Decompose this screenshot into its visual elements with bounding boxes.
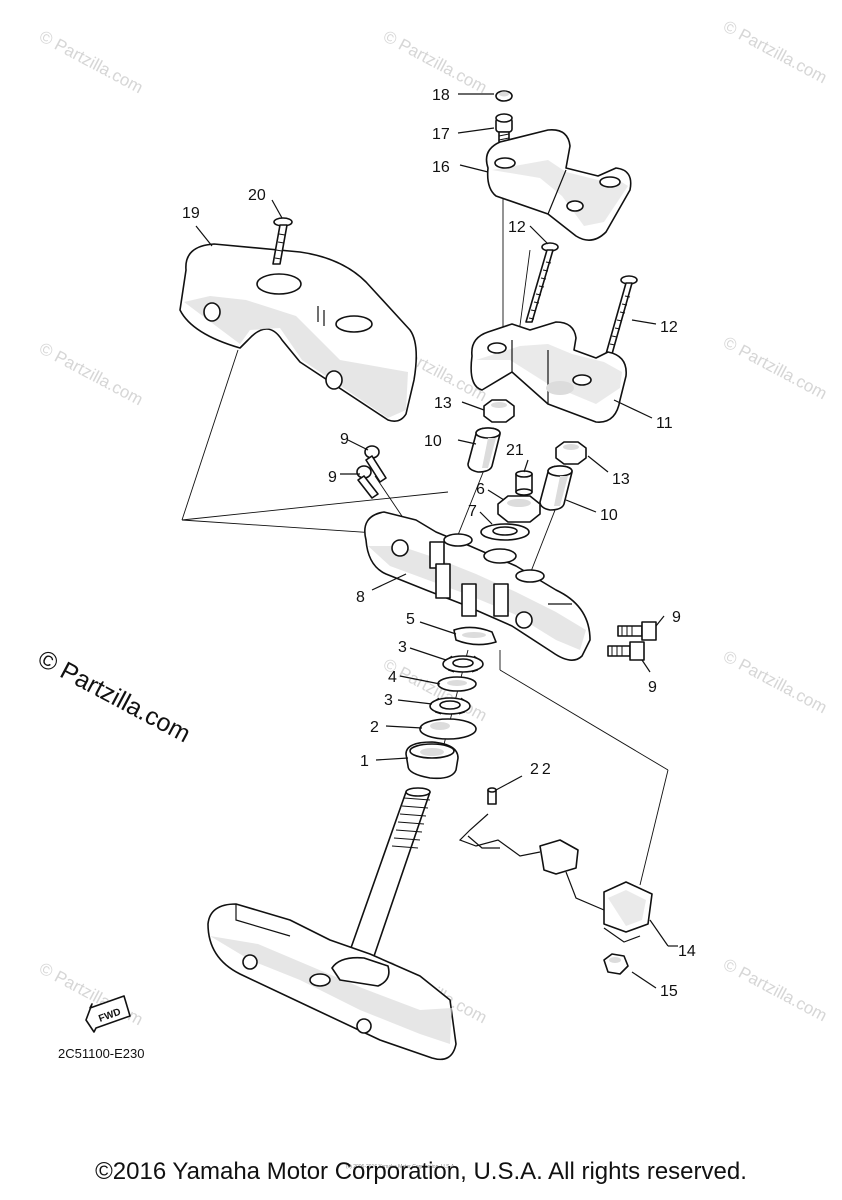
bolt-9-right-b [607,641,645,661]
callout-6: 6 [476,481,485,498]
callout-12: 12 [508,219,526,236]
washer-7 [480,523,530,541]
ring-nut-3-lower [429,697,471,715]
wire-guide-14 [458,813,669,947]
callout-22: 22 [530,761,554,778]
callout-14: 14 [678,943,696,960]
callout-7: 7 [468,503,477,520]
collar-21 [515,470,533,496]
callout-9: 9 [648,679,657,696]
callout-10: 10 [600,507,618,524]
callout-2: 2 [370,719,379,736]
handlebar-cover-19 [179,243,418,422]
bolt-17 [495,113,513,147]
handlebar-holder-upper-16 [485,129,632,241]
bearing-1 [405,741,459,780]
callout-19: 19 [182,205,200,222]
callout-1: 1 [360,753,369,770]
nut-6 [497,495,541,523]
callout-16: 16 [432,159,450,176]
callout-3: 3 [398,639,407,656]
callout-4: 4 [388,669,397,686]
washer-5 [453,626,497,646]
callout-13: 13 [434,395,452,412]
callout-10: 10 [424,433,442,450]
callout-18: 18 [432,87,450,104]
upper-bracket-8 [364,511,591,661]
bolt-9-right-a [617,621,657,641]
handlebar-holder-lower-11 [470,321,627,423]
leader-lines [195,93,678,989]
steering-stem [345,787,431,963]
watermark: © Partzilla.com [36,339,146,410]
watermark: © Partzilla.com [720,955,830,1026]
bolt-12-left [525,242,559,323]
callout-20: 20 [248,187,266,204]
nut-13-left [483,399,515,423]
bolt-9-upper-b [356,465,379,499]
nut-13-right [555,441,587,465]
callout-9: 9 [672,609,681,626]
damper-10-left [467,427,501,473]
callout-labels: 18 17 16 12 12 20 19 11 13 13 10 10 21 6… [182,87,696,1000]
fwd-arrow-icon: FWD [85,995,131,1033]
bolt-9-upper-a [364,445,387,483]
screw-20 [272,217,293,265]
damper-10-right [539,465,573,511]
watermark-large: © Partzilla.com [33,645,195,749]
washer-4 [437,676,477,692]
watermark: © Partzilla.com [720,333,830,404]
callout-15: 15 [660,983,678,1000]
watermark: © Partzilla.com [36,27,146,98]
small-copyright: (c) 2006-2016 Yamaha Motor Corporation, … [346,1164,456,1170]
copyright-notice: ©2016 Yamaha Motor Corporation, U.S.A. A… [95,1158,747,1185]
callout-9: 9 [340,431,349,448]
pin-22 [487,787,497,805]
watermark: © Partzilla.com [720,17,830,88]
cap-18 [495,90,513,102]
callout-9: 9 [328,469,337,486]
nut-15 [603,953,629,975]
callout-5: 5 [406,611,415,628]
callout-17: 17 [432,126,450,143]
diagram-code: 2C51100-E230 [58,1046,145,1061]
bearing-cover-2 [419,718,477,740]
callout-8: 8 [356,589,365,606]
callout-11: 11 [656,415,673,432]
lower-bracket [207,903,457,1061]
callout-3: 3 [384,692,393,709]
ring-nut-3-upper [442,655,484,673]
bolt-12-right [605,275,638,355]
watermark: © Partzilla.com [720,647,830,718]
callout-21: 21 [506,442,524,459]
callout-13: 13 [612,471,630,488]
callout-12: 12 [660,319,678,336]
